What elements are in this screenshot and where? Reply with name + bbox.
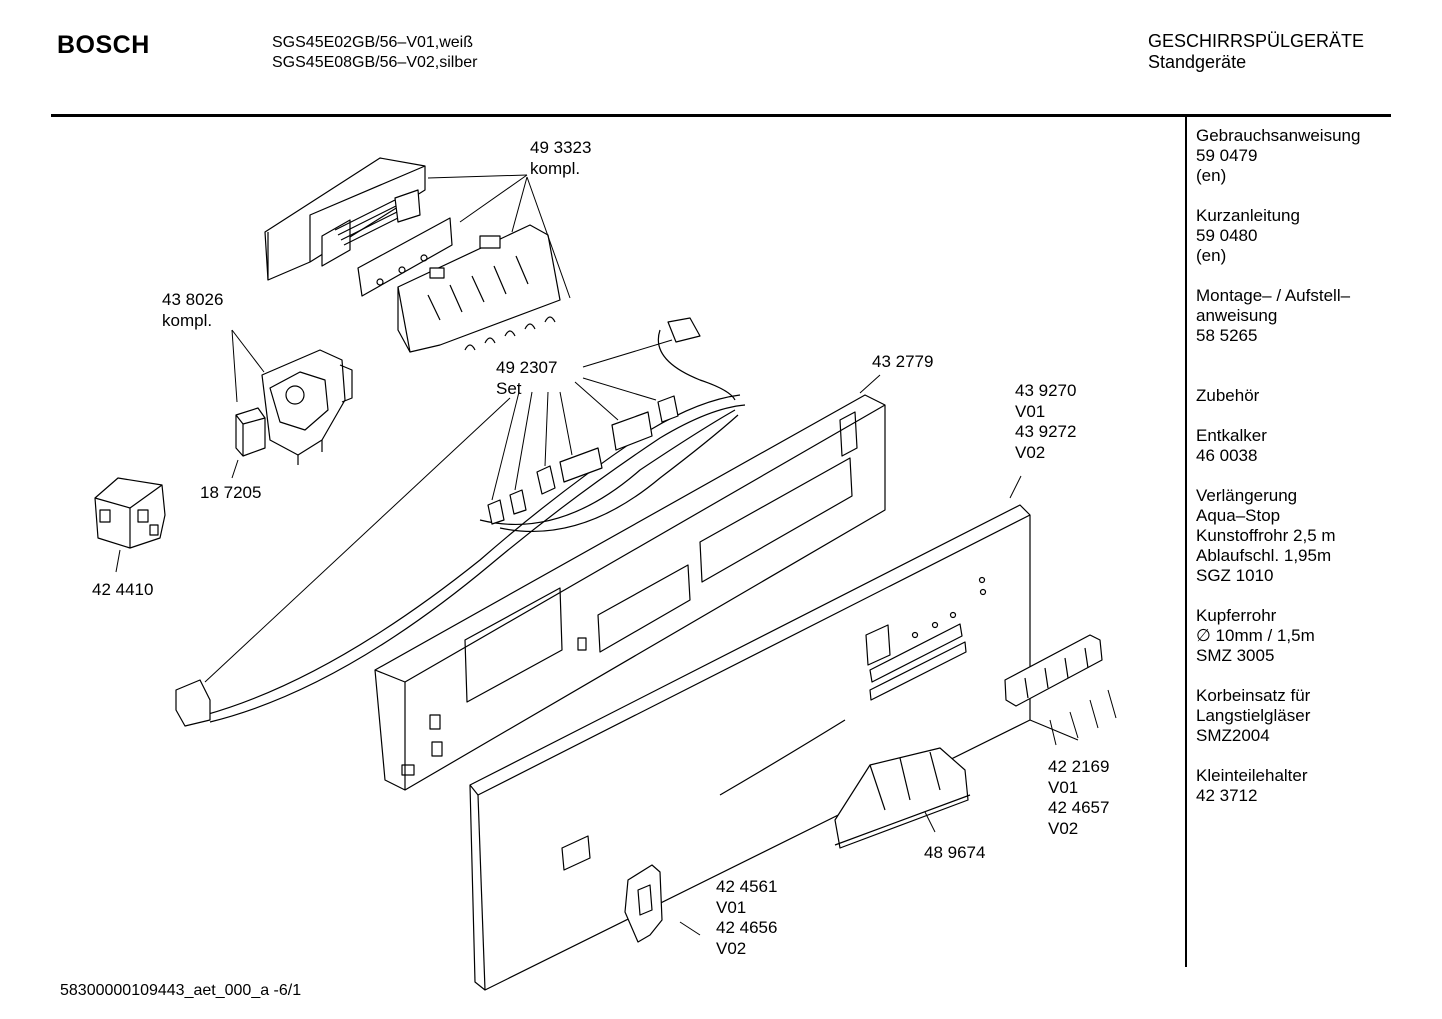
part-label-438026: 43 8026 kompl. bbox=[162, 290, 223, 331]
part-number: 49 3323 bbox=[530, 138, 592, 157]
small-relay-drawing bbox=[236, 408, 265, 456]
sidebar-text: Kleinteilehalter bbox=[1196, 766, 1308, 785]
sidebar-text: (en) bbox=[1196, 166, 1227, 185]
brand-logo: BOSCH bbox=[57, 31, 150, 59]
part-label-422169: 42 2169 V01 42 4657 V02 bbox=[1048, 757, 1109, 839]
sidebar-group: Montage– / Aufstell– anweisung 58 5265 bbox=[1196, 286, 1436, 346]
accessories-sidebar: Gebrauchsanweisung 59 0479 (en) Kurzanle… bbox=[1196, 126, 1436, 826]
sidebar-text: Kurzanleitung bbox=[1196, 206, 1300, 225]
part-number: 18 7205 bbox=[200, 483, 262, 502]
part-label-187205: 18 7205 bbox=[200, 483, 261, 504]
sidebar-text: SMZ2004 bbox=[1196, 726, 1270, 745]
part-label-432779: 43 2779 bbox=[872, 352, 933, 373]
sidebar-text: 59 0479 bbox=[1196, 146, 1258, 165]
part-label-424410: 42 4410 bbox=[92, 580, 153, 601]
button-set-drawing bbox=[1005, 635, 1102, 706]
part-note: Set bbox=[496, 378, 522, 398]
cable-harness-drawing bbox=[176, 318, 745, 726]
leader-lines bbox=[116, 175, 1116, 935]
terminal-block-drawing bbox=[95, 478, 165, 548]
sidebar-text: Zubehör bbox=[1196, 386, 1260, 405]
part-number: 43 2779 bbox=[872, 352, 934, 371]
part-label-493323: 49 3323 kompl. bbox=[530, 138, 591, 179]
part-variant: V02 bbox=[716, 938, 747, 958]
sidebar-text: 46 0038 bbox=[1196, 446, 1258, 465]
sidebar-text: 42 3712 bbox=[1196, 786, 1258, 805]
sidebar-text: Ablaufschl. 1,95m bbox=[1196, 546, 1332, 565]
sidebar-divider bbox=[1185, 116, 1187, 967]
part-label-492307: 49 2307 Set bbox=[496, 358, 557, 399]
sidebar-group: Kleinteilehalter 42 3712 bbox=[1196, 766, 1436, 806]
sidebar-text: Montage– / Aufstell– bbox=[1196, 286, 1351, 305]
sidebar-text: SGZ 1010 bbox=[1196, 566, 1274, 585]
category-line: GESCHIRRSPÜLGERÄTE bbox=[1148, 31, 1365, 51]
model-numbers: SGS45E02GB/56–V01,weiß SGS45E08GB/56–V02… bbox=[272, 33, 477, 73]
control-module-drawing bbox=[265, 158, 560, 352]
sidebar-text: Langstielgläser bbox=[1196, 706, 1311, 725]
part-variant: V01 bbox=[716, 897, 747, 917]
part-number: 42 4410 bbox=[92, 580, 154, 599]
sidebar-text: SMZ 3005 bbox=[1196, 646, 1275, 665]
part-number: 42 4657 bbox=[1048, 798, 1110, 817]
part-number: 43 8026 bbox=[162, 290, 224, 309]
part-number: 42 4561 bbox=[716, 877, 778, 896]
part-number: 49 2307 bbox=[496, 358, 558, 377]
sidebar-group: Zubehör bbox=[1196, 386, 1436, 406]
part-number: 43 9270 bbox=[1015, 381, 1077, 400]
sidebar-text: Gebrauchsanweisung bbox=[1196, 126, 1361, 145]
part-label-439270: 43 9270 V01 43 9272 V02 bbox=[1015, 381, 1076, 463]
part-label-424561: 42 4561 V01 42 4656 V02 bbox=[716, 877, 777, 959]
sidebar-group: Kupferrohr ∅ 10mm / 1,5m SMZ 3005 bbox=[1196, 606, 1436, 666]
sidebar-text: Korbeinsatz für bbox=[1196, 686, 1311, 705]
inner-panel-frame-drawing bbox=[375, 395, 885, 790]
exploded-parts-drawing bbox=[0, 0, 1180, 1000]
model-line: SGS45E02GB/56–V01,weiß bbox=[272, 34, 474, 51]
sidebar-group: Entkalker 46 0038 bbox=[1196, 426, 1436, 466]
part-variant: V02 bbox=[1015, 442, 1046, 462]
part-number: 42 4656 bbox=[716, 918, 778, 937]
door-handle-drawing bbox=[835, 748, 970, 848]
part-number: 42 2169 bbox=[1048, 757, 1110, 776]
appliance-category: GESCHIRRSPÜLGERÄTE Standgeräte bbox=[1148, 31, 1364, 73]
sidebar-text: (en) bbox=[1196, 246, 1227, 265]
part-note: kompl. bbox=[162, 310, 213, 330]
sidebar-group: Verlängerung Aqua–Stop Kunstoffrohr 2,5 … bbox=[1196, 486, 1436, 586]
part-label-489674: 48 9674 bbox=[924, 843, 985, 864]
sidebar-text: Kupferrohr bbox=[1196, 606, 1277, 625]
part-variant: V01 bbox=[1015, 401, 1046, 421]
part-number: 48 9674 bbox=[924, 843, 986, 862]
model-line: SGS45E08GB/56–V02,silber bbox=[272, 54, 478, 71]
header-divider bbox=[51, 114, 1391, 117]
sidebar-text: anweisung bbox=[1196, 306, 1278, 325]
sidebar-text: Kunstoffrohr 2,5 m bbox=[1196, 526, 1336, 545]
sidebar-text: Verlängerung bbox=[1196, 486, 1298, 505]
document-id: 58300000109443_aet_000_a -6/1 bbox=[60, 982, 302, 999]
sidebar-text: Entkalker bbox=[1196, 426, 1267, 445]
sidebar-text: ∅ 10mm / 1,5m bbox=[1196, 626, 1315, 645]
category-line: Standgeräte bbox=[1148, 52, 1247, 72]
door-latch-drawing bbox=[625, 865, 662, 942]
part-variant: V01 bbox=[1048, 777, 1079, 797]
sidebar-text: Aqua–Stop bbox=[1196, 506, 1281, 525]
part-number: 43 9272 bbox=[1015, 422, 1077, 441]
sidebar-group: Kurzanleitung 59 0480 (en) bbox=[1196, 206, 1436, 266]
sidebar-group: Korbeinsatz für Langstielgläser SMZ2004 bbox=[1196, 686, 1436, 746]
part-note: kompl. bbox=[530, 158, 581, 178]
part-variant: V02 bbox=[1048, 818, 1079, 838]
pressure-switch-drawing bbox=[262, 350, 352, 465]
sidebar-text: 59 0480 bbox=[1196, 226, 1258, 245]
sidebar-text: 58 5265 bbox=[1196, 326, 1258, 345]
sidebar-group: Gebrauchsanweisung 59 0479 (en) bbox=[1196, 126, 1436, 186]
